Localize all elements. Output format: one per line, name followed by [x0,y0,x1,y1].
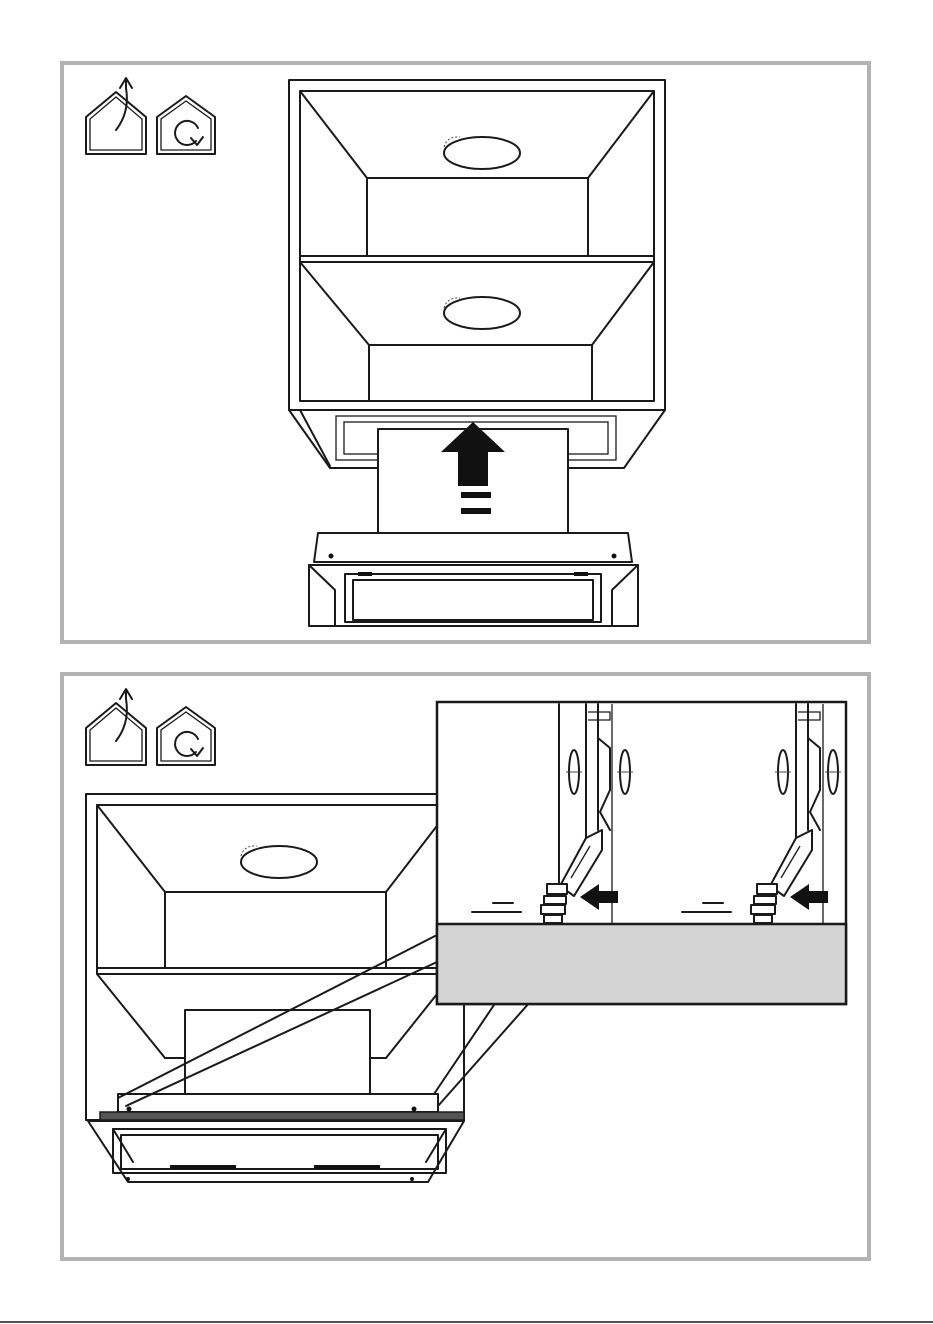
clip-locking-detail [437,702,846,1004]
hood-base [309,533,638,626]
hood-body [378,422,568,533]
panel-1 [62,63,869,642]
panel-2 [62,674,869,1259]
